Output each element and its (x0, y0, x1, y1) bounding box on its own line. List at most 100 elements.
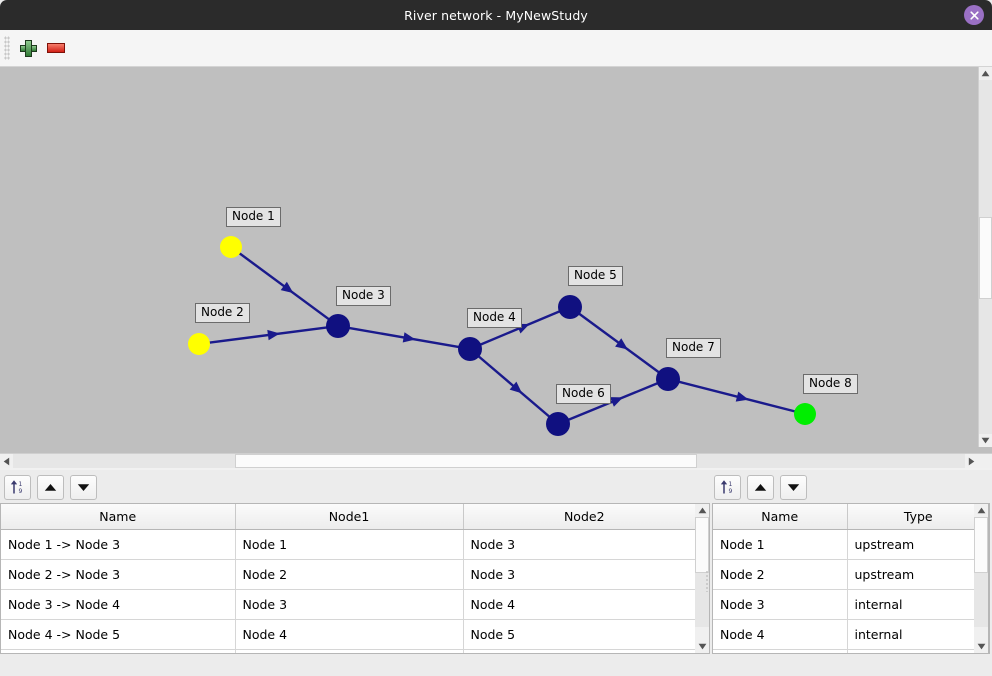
table-cell[interactable]: Node 4 -> Node 5 (1, 619, 236, 650)
column-header-node1[interactable]: Node1 (235, 504, 464, 530)
table-cell[interactable]: Node 4 (235, 619, 464, 650)
table-cell[interactable]: internal (847, 589, 989, 620)
table-cell[interactable]: Node 4 (463, 589, 705, 620)
reaches-scroll-down-button[interactable] (695, 640, 709, 653)
nodes-sort-button[interactable]: 1 9 (714, 474, 741, 500)
table-cell[interactable]: Node 3 (713, 589, 848, 620)
graph-drawing-area[interactable]: Node 1 Node 2 Node 3 Node 4 Node 5 Node 6 Node… (0, 67, 978, 452)
nodes-scroll-up-button[interactable] (974, 504, 988, 517)
svg-text:9: 9 (19, 488, 23, 495)
remove-node-button[interactable] (42, 34, 70, 62)
reaches-move-down-button[interactable] (70, 474, 97, 500)
graph-node-node-1[interactable] (220, 236, 242, 258)
reaches-vscroll-thumb[interactable] (695, 517, 709, 573)
graph-node-node-4[interactable] (458, 337, 482, 361)
table-cell[interactable] (1, 649, 236, 653)
graph-node-label-node-8[interactable]: Node 8 (803, 374, 858, 394)
table-cell[interactable]: Node 1 (713, 529, 848, 560)
reaches-sort-button[interactable]: 1 9 (4, 474, 31, 500)
graph-node-node-3[interactable] (326, 314, 350, 338)
nodes-move-down-button[interactable] (780, 474, 807, 500)
graph-hscroll-thumb[interactable] (235, 454, 697, 468)
graph-node-node-2[interactable] (188, 333, 210, 355)
table-cell[interactable]: Node 5 (463, 619, 705, 650)
column-header-name[interactable]: Name (713, 504, 848, 530)
table-cell[interactable]: Node 3 (463, 559, 705, 590)
graph-node-label-node-4[interactable]: Node 4 (467, 308, 522, 328)
graph-node-label-node-7[interactable]: Node 7 (666, 338, 721, 358)
graph-scroll-up-button[interactable] (979, 67, 992, 80)
graph-horizontal-scrollbar[interactable] (0, 453, 992, 468)
table-cell[interactable]: Node 4 (713, 619, 848, 650)
table-cell[interactable]: Node 2 -> Node 3 (1, 559, 236, 590)
reaches-scroll-up-button[interactable] (695, 504, 709, 517)
table-cell[interactable]: Node 3 (235, 589, 464, 620)
reaches-toolbar: 1 9 (0, 472, 97, 502)
reaches-move-up-button[interactable] (37, 474, 64, 500)
table-cell[interactable]: Node 1 -> Node 3 (1, 529, 236, 560)
window-title: River network - MyNewStudy (404, 7, 588, 23)
network-graph-canvas[interactable]: Node 1 Node 2 Node 3 Node 4 Node 5 Node 6 Node… (0, 67, 992, 459)
table-cell[interactable]: Node 2 (235, 559, 464, 590)
graph-node-label-node-2[interactable]: Node 2 (195, 303, 250, 323)
table-cell[interactable]: Node 1 (235, 529, 464, 560)
graph-node-node-5[interactable] (558, 295, 582, 319)
svg-text:9: 9 (729, 488, 733, 495)
graph-scroll-down-button[interactable] (979, 434, 992, 447)
table-cell[interactable]: Node 3 (463, 529, 705, 560)
graph-node-label-node-1[interactable]: Node 1 (226, 207, 281, 227)
nodes-scroll-down-button[interactable] (974, 640, 988, 653)
graph-edge[interactable] (678, 380, 796, 413)
table-cell[interactable] (713, 649, 848, 653)
table-cell[interactable]: upstream (847, 529, 989, 560)
toolbar-drag-handle[interactable] (4, 36, 10, 60)
close-button[interactable] (964, 5, 984, 25)
panes-vertical-splitter[interactable] (705, 570, 709, 592)
graph-edges-and-nodes (188, 236, 816, 436)
graph-node-label-node-5[interactable]: Node 5 (568, 266, 623, 286)
graph-edge-arrowhead (609, 397, 624, 407)
graph-node-label-node-3[interactable]: Node 3 (336, 286, 391, 306)
graph-node-label-node-6[interactable]: Node 6 (556, 384, 611, 404)
nodes-vertical-scrollbar[interactable] (974, 503, 989, 654)
table-cell[interactable] (463, 649, 705, 653)
add-node-button[interactable] (14, 34, 42, 62)
table-cell[interactable] (235, 649, 464, 653)
graph-node-node-8[interactable] (794, 403, 816, 425)
nodes-move-up-button[interactable] (747, 474, 774, 500)
svg-text:1: 1 (19, 481, 23, 488)
svg-text:1: 1 (729, 481, 733, 488)
graph-vertical-scrollbar[interactable] (978, 67, 992, 447)
column-header-type[interactable]: Type (847, 504, 989, 530)
column-header-name[interactable]: Name (1, 504, 236, 530)
table-row[interactable] (1, 649, 705, 653)
table-cell[interactable] (847, 649, 989, 653)
graph-scroll-right-button[interactable] (965, 454, 978, 468)
table-cell[interactable]: upstream (847, 559, 989, 590)
reaches-vertical-scrollbar[interactable] (695, 503, 710, 654)
graph-vscroll-thumb[interactable] (979, 217, 992, 299)
sort-icon: 1 9 (720, 480, 733, 495)
graph-node-node-7[interactable] (656, 367, 680, 391)
graph-node-node-6[interactable] (546, 412, 570, 436)
table-cell[interactable]: Node 3 -> Node 4 (1, 589, 236, 620)
table-cell[interactable]: internal (847, 619, 989, 650)
nodes-vscroll-thumb[interactable] (974, 517, 988, 573)
graph-scroll-left-button[interactable] (0, 454, 13, 468)
table-row[interactable] (713, 649, 989, 653)
table-cell[interactable]: Node 2 (713, 559, 848, 590)
column-header-node2[interactable]: Node2 (463, 504, 705, 530)
graph-edge-arrowhead (615, 338, 628, 350)
